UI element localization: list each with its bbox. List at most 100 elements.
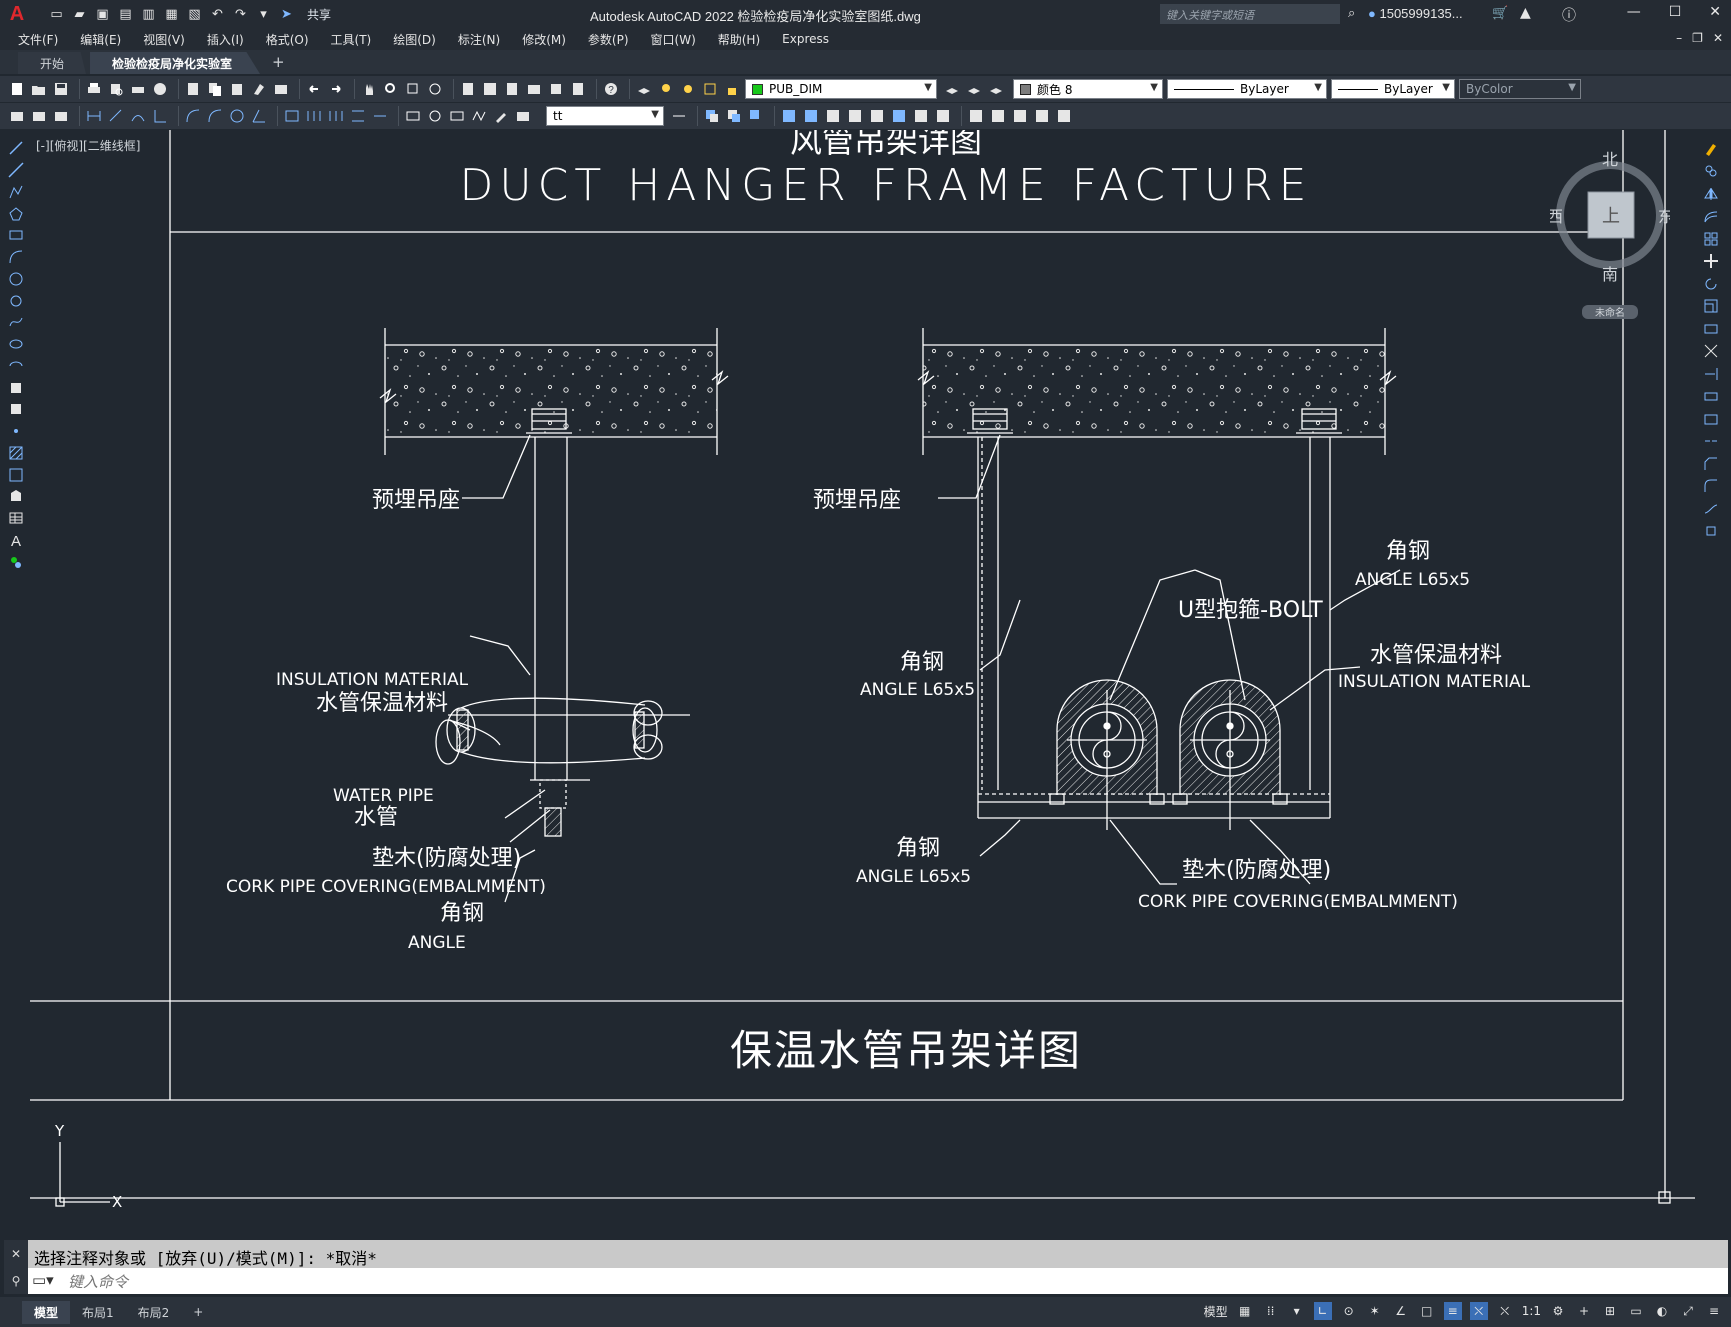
jogged-linear-icon[interactable]: [470, 107, 488, 125]
cut-icon[interactable]: [184, 80, 202, 98]
menu-draw[interactable]: 绘图(D): [393, 32, 436, 47]
lineweight-icon[interactable]: ≡: [1443, 1302, 1462, 1320]
hatch-icon[interactable]: [7, 445, 25, 462]
command-prompt-icon[interactable]: ▭▾: [32, 1271, 54, 1289]
data-link-icon[interactable]: [934, 107, 952, 125]
search-icon[interactable]: ⌕: [1348, 6, 1356, 21]
calculator-icon[interactable]: [569, 80, 587, 98]
move-to-back-icon[interactable]: [725, 107, 743, 125]
array-icon[interactable]: [1702, 230, 1720, 248]
break-point-icon[interactable]: [1702, 388, 1720, 406]
viewport-controls[interactable]: [-][俯视][二维线框]: [36, 139, 141, 153]
tool-palettes-icon[interactable]: [503, 80, 521, 98]
new-tab-icon[interactable]: +: [272, 53, 285, 71]
doc-close-icon[interactable]: ✕: [1712, 31, 1723, 45]
angular-dim-icon[interactable]: [250, 107, 268, 125]
maximize-icon[interactable]: ☐: [1668, 4, 1682, 20]
text-style-dropdown[interactable]: tt ▼: [546, 106, 664, 126]
isolate-icon[interactable]: [1011, 107, 1029, 125]
table-icon[interactable]: [7, 510, 25, 527]
scale-icon[interactable]: [1702, 298, 1720, 316]
paste-icon[interactable]: [228, 80, 246, 98]
copy-object-icon[interactable]: [1702, 163, 1720, 181]
new-file-icon[interactable]: ▭: [50, 6, 63, 22]
move-icon[interactable]: [1702, 253, 1720, 271]
layout-tab-2[interactable]: 布局2: [137, 1305, 170, 1320]
stretch-icon[interactable]: [1702, 320, 1720, 338]
user-account[interactable]: ● 1505999135...: [1368, 6, 1463, 21]
dim-space-icon[interactable]: [349, 107, 367, 125]
plot-icon[interactable]: [85, 80, 103, 98]
multiline-text-icon[interactable]: A: [7, 532, 25, 549]
polar-icon[interactable]: ⊙: [1343, 1304, 1354, 1318]
break-icon[interactable]: [1702, 410, 1720, 428]
grid-icon[interactable]: ▦: [1239, 1304, 1251, 1318]
menu-parameters[interactable]: 参数(P): [587, 32, 629, 47]
save-icon[interactable]: [52, 80, 70, 98]
menu-modify[interactable]: 修改(M): [522, 32, 566, 47]
3d-print-icon[interactable]: [151, 80, 169, 98]
ole-icon[interactable]: [868, 107, 886, 125]
ellipse-icon[interactable]: [7, 336, 25, 353]
attach-xref-icon[interactable]: [824, 107, 842, 125]
save-web-icon[interactable]: ▦: [165, 6, 178, 22]
group-icon[interactable]: [967, 107, 985, 125]
lineweight-dropdown[interactable]: ByLayer ▼: [1331, 79, 1455, 99]
viewcube-south[interactable]: 南: [1602, 265, 1618, 284]
viewcube-top-face[interactable]: 上: [1602, 206, 1620, 227]
layer-state-icon[interactable]: [987, 80, 1005, 98]
dim-style-update-icon[interactable]: [670, 107, 688, 125]
linetype-dropdown[interactable]: ByLayer ▼: [1167, 79, 1327, 99]
layer-on-icon[interactable]: [657, 80, 675, 98]
menu-express[interactable]: Express: [782, 32, 829, 46]
ucs-menu[interactable]: 未命名: [1595, 306, 1625, 319]
add-selected-icon[interactable]: [7, 553, 25, 570]
object-snap-tracking-icon[interactable]: ∠: [1395, 1304, 1407, 1318]
zoom-previous-icon[interactable]: [426, 80, 444, 98]
dim-style-icon[interactable]: [52, 107, 70, 125]
region-icon[interactable]: [7, 488, 25, 505]
baseline-dim-icon[interactable]: [305, 107, 323, 125]
autocad-logo-icon[interactable]: A: [9, 2, 25, 25]
tab-start[interactable]: 开始: [18, 52, 87, 74]
construction-line-icon[interactable]: [7, 162, 25, 179]
help-icon[interactable]: ⓘ: [1562, 8, 1576, 24]
quick-dim-icon[interactable]: [283, 107, 301, 125]
cart-icon[interactable]: 🛒: [1492, 6, 1509, 21]
redo-icon[interactable]: ↷: [235, 6, 246, 22]
share-button[interactable]: 共享: [307, 7, 332, 22]
menu-edit[interactable]: 编辑(E): [80, 32, 122, 47]
search-input[interactable]: 键入关键字或短语: [1160, 4, 1340, 24]
customize-dropdown-icon[interactable]: ▾: [260, 6, 267, 22]
mirror-icon[interactable]: [1702, 185, 1720, 203]
tolerance-icon[interactable]: [404, 107, 422, 125]
snap-dropdown-icon[interactable]: ▾: [1293, 1304, 1300, 1318]
layer-lock-icon[interactable]: [723, 80, 741, 98]
ordinate-dim-icon[interactable]: [151, 107, 169, 125]
redo-icon[interactable]: [327, 80, 345, 98]
linear-dim-icon[interactable]: [85, 107, 103, 125]
make-block-icon[interactable]: [7, 401, 25, 418]
spline-icon[interactable]: [7, 314, 25, 331]
add-layout-icon[interactable]: +: [193, 1305, 204, 1319]
aligned-dim-icon[interactable]: [107, 107, 125, 125]
auto-scale-icon[interactable]: ⛌: [1500, 1303, 1510, 1318]
radius-dim-icon[interactable]: [184, 107, 202, 125]
copy-icon[interactable]: [206, 80, 224, 98]
graphics-performance-icon[interactable]: ⤢: [1683, 1303, 1693, 1318]
layer-properties-icon[interactable]: [635, 80, 653, 98]
isolate-objects-icon[interactable]: ◐: [1656, 1304, 1668, 1318]
customize-icon[interactable]: ≡: [1708, 1304, 1720, 1318]
insert-block-icon[interactable]: [7, 379, 25, 396]
menu-window[interactable]: 窗口(W): [650, 32, 696, 47]
viewcube[interactable]: 北 南 东 西 上 未命名: [1547, 150, 1674, 320]
menu-format[interactable]: 格式(O): [265, 32, 309, 47]
zoom-window-icon[interactable]: [404, 80, 422, 98]
block-editor-icon[interactable]: [272, 80, 290, 98]
rotate-icon[interactable]: [1702, 275, 1720, 293]
chamfer-icon[interactable]: [1702, 455, 1720, 473]
erase-icon[interactable]: [1702, 140, 1720, 158]
image-icon[interactable]: [846, 107, 864, 125]
move-to-front-icon[interactable]: [703, 107, 721, 125]
help-icon[interactable]: ?: [602, 80, 620, 98]
